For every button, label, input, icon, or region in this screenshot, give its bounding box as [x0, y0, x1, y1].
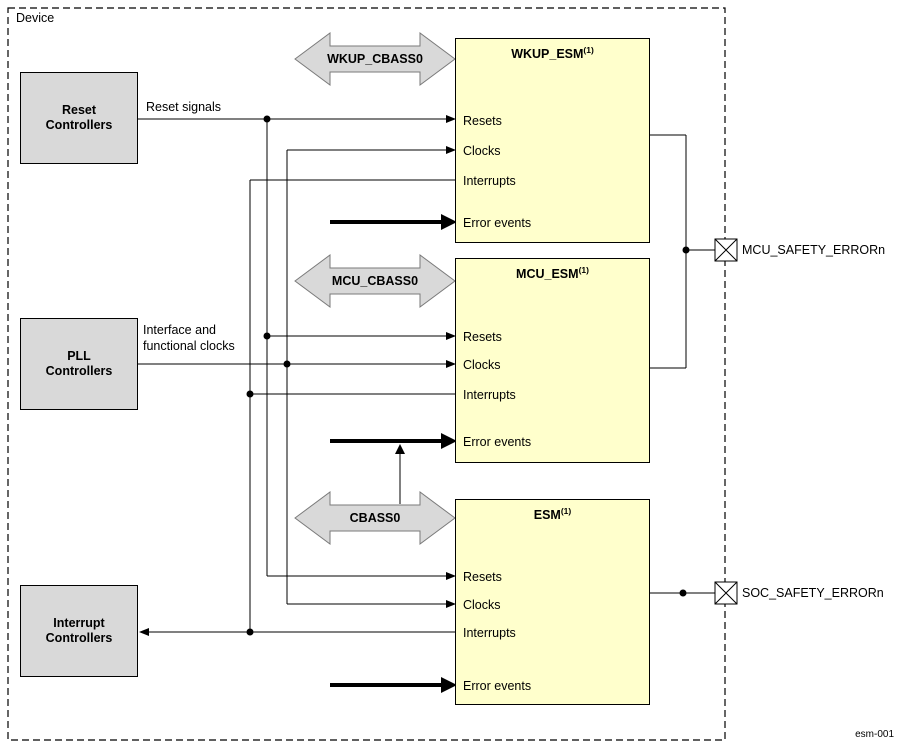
- mcu-safety-error-label: MCU_SAFETY_ERRORn: [742, 243, 886, 257]
- mcu-esm-row-interrupts: Interrupts: [463, 388, 516, 402]
- esm-footnote: (1): [560, 506, 572, 516]
- clock-signals-label: Interface and functional clocks: [143, 323, 235, 353]
- wkup-esm-box: WKUP_ESM(1) Resets Clocks Interrupts Err…: [455, 38, 650, 243]
- reset-signals-label: Reset signals: [146, 100, 222, 114]
- interrupt-signal-lines: [149, 179, 455, 633]
- mcu-esm-row-resets: Resets: [463, 330, 502, 344]
- mcu-cbass-label: MCU_CBASS0: [331, 274, 419, 288]
- esm-row-resets: Resets: [463, 570, 502, 584]
- wkup-esm-row-error-events: Error events: [463, 216, 532, 230]
- wkup-esm-title: WKUP_ESM(1): [456, 45, 649, 61]
- clock-signal-lines: [138, 149, 447, 605]
- reset-controllers-label: Reset Controllers: [45, 103, 113, 132]
- wkup-cbass-label: WKUP_CBASS0: [327, 52, 423, 66]
- esm-row-interrupts: Interrupts: [463, 626, 516, 640]
- mcu-esm-title-text: MCU_ESM: [516, 267, 579, 282]
- input-arrowheads: [139, 115, 456, 636]
- soc-safety-error-label: SOC_SAFETY_ERRORn: [742, 586, 884, 600]
- mcu-safety-error-pad-icon: [714, 238, 738, 262]
- junction-dots: [246, 115, 690, 636]
- figure-id: esm-001: [855, 729, 894, 740]
- esm-title: ESM(1): [456, 506, 649, 522]
- pll-controllers-label: PLL Controllers: [45, 349, 113, 378]
- esm-row-error-events: Error events: [463, 679, 532, 693]
- error-event-arrows: [330, 214, 457, 693]
- reset-signal-lines: [138, 118, 447, 577]
- mcu-esm-box: MCU_ESM(1) Resets Clocks Interrupts Erro…: [455, 258, 650, 463]
- wkup-esm-title-text: WKUP_ESM: [511, 47, 584, 62]
- safety-error-lines: [650, 134, 715, 594]
- interrupt-controllers-label: Interrupt Controllers: [45, 616, 113, 645]
- wkup-esm-footnote: (1): [583, 45, 594, 55]
- wkup-esm-row-clocks: Clocks: [463, 144, 501, 158]
- interrupt-controllers-box: Interrupt Controllers: [20, 585, 138, 677]
- esm-row-clocks: Clocks: [463, 598, 501, 612]
- device-boundary: [7, 7, 726, 741]
- reset-controllers-box: Reset Controllers: [20, 72, 138, 164]
- mcu-esm-row-error-events: Error events: [463, 435, 532, 449]
- cbass-label: CBASS0: [349, 511, 401, 525]
- device-label: Device: [16, 11, 55, 25]
- wkup-esm-row-resets: Resets: [463, 114, 502, 128]
- pll-controllers-box: PLL Controllers: [20, 318, 138, 410]
- esm-box: ESM(1) Resets Clocks Interrupts Error ev…: [455, 499, 650, 705]
- mcu-esm-title: MCU_ESM(1): [456, 265, 649, 281]
- esm-title-text: ESM: [533, 508, 561, 523]
- wkup-esm-row-interrupts: Interrupts: [463, 174, 516, 188]
- soc-safety-error-pad-icon: [714, 581, 738, 605]
- mcu-esm-row-clocks: Clocks: [463, 358, 501, 372]
- mcu-esm-footnote: (1): [578, 265, 589, 275]
